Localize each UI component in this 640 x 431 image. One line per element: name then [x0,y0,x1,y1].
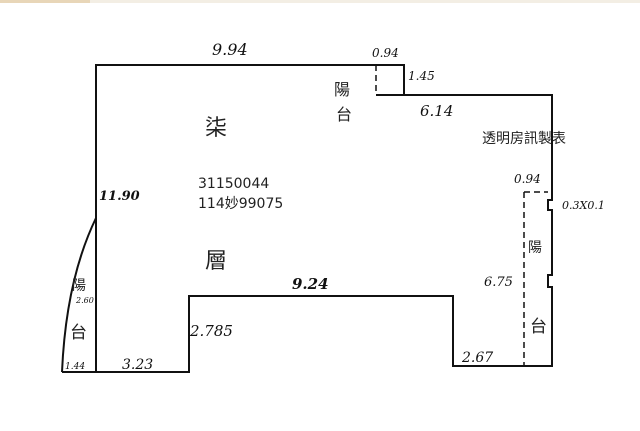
dim-bottom-left: 3.23 [122,357,153,373]
dim-upper-right: 6.14 [420,102,453,120]
balcony-left-label-b: 台 [70,323,87,343]
balcony-top-label-a: 陽 [334,80,350,99]
dim-balcony-top-width: 0.94 [372,46,399,60]
dim-right-balcony-width: 0.94 [514,172,541,186]
dim-left: 11.90 [99,189,140,204]
balcony-top-label-b: 台 [336,105,352,124]
floor-label-2: 層 [205,249,227,274]
top-bar [0,0,640,3]
outer-wall [62,64,553,373]
balcony-left-label-a: 陽 [72,278,86,294]
balcony-right-label-a: 陽 [528,240,542,256]
watermark: 透明房訊製表 [482,131,566,147]
dim-inner-step-top: 9.24 [292,275,329,293]
top-tab [0,0,90,3]
id-line-1: 31150044 [198,176,269,192]
id-line-2: 114妙99075 [198,196,283,212]
dim-bottom-right: 2.67 [461,350,493,366]
dim-top: 9.94 [212,40,248,59]
balcony-right-label-b: 台 [530,317,547,337]
left-balcony-curve [61,217,97,373]
floor-label-1: 柒 [205,116,227,141]
dim-inner-step-left: 2.785 [189,322,233,340]
dim-balcony-top-depth: 1.45 [408,69,435,83]
dim-left-balcony-width: 1.44 [65,362,85,372]
dim-right-balcony-length: 6.75 [484,275,513,290]
dim-right-notch: 0.3X0.1 [562,199,605,212]
dim-left-balcony-length: 2.60 [75,296,94,305]
